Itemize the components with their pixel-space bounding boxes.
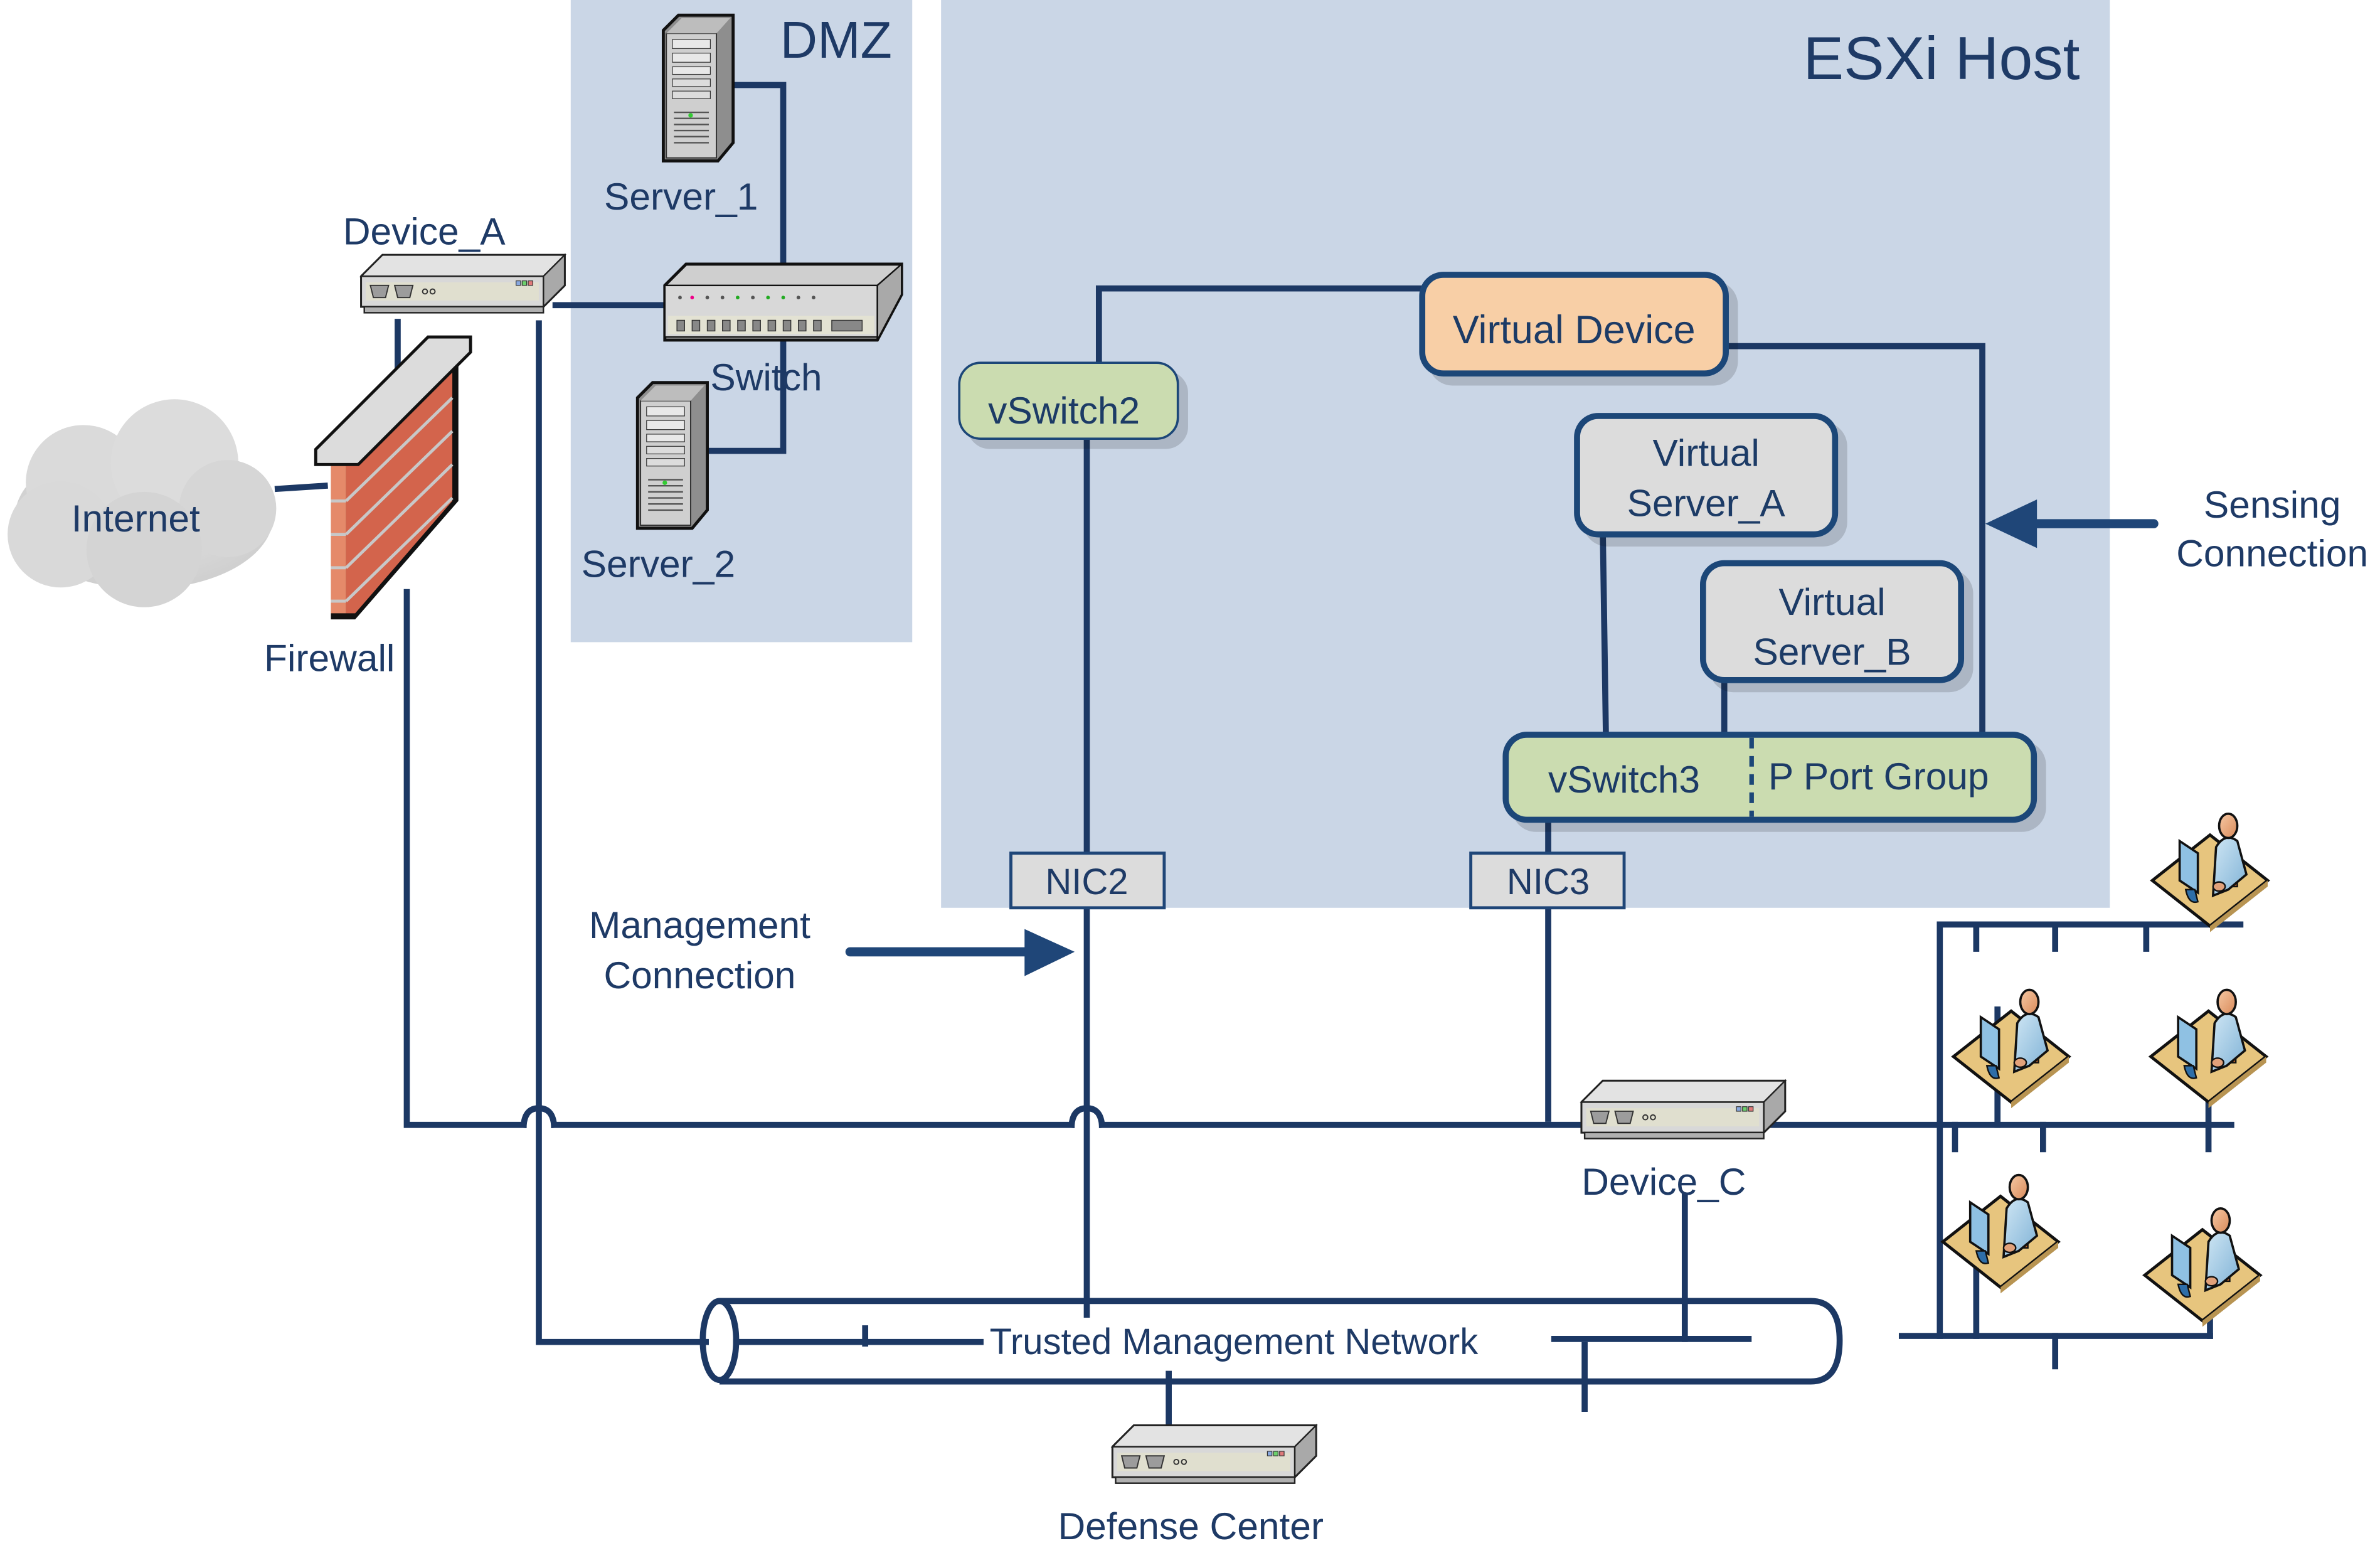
arrow-left-icon xyxy=(1985,499,2159,548)
server-2-label: Server_2 xyxy=(582,542,735,585)
user-workstation-icon[interactable] xyxy=(1943,1175,2058,1294)
trusted-management-network: Trusted Management Network xyxy=(699,1298,1843,1385)
device-a-node[interactable]: Device_A xyxy=(343,210,566,314)
user-workstation-icon[interactable] xyxy=(2151,990,2266,1108)
cloud-icon xyxy=(8,399,277,607)
device-a-label: Device_A xyxy=(343,210,506,253)
trusted-network-label: Trusted Management Network xyxy=(990,1321,1479,1362)
internet-label: Internet xyxy=(72,497,200,540)
nic3-label: NIC3 xyxy=(1507,862,1590,902)
internet-node[interactable]: Internet xyxy=(8,399,277,607)
management-label-1: Management xyxy=(589,904,810,946)
vswitch2-label: vSwitch2 xyxy=(988,389,1140,432)
virtual-server-b-node[interactable]: Virtual Server_B xyxy=(1700,560,1965,683)
sensing-label-1: Sensing xyxy=(2204,483,2341,526)
sensing-label-2: Connection xyxy=(2176,531,2368,574)
virtual-device-node[interactable]: Virtual Device xyxy=(1419,272,1729,376)
virtual-server-a-label-1: Virtual xyxy=(1653,432,1760,474)
switch-label: Switch xyxy=(710,356,822,398)
tower-server-icon xyxy=(663,15,733,161)
connection-lines xyxy=(274,82,2244,1426)
network-appliance-icon xyxy=(1111,1424,1317,1485)
defense-center-label: Defense Center xyxy=(1058,1505,1324,1547)
dmz-label: DMZ xyxy=(780,12,892,69)
arrow-right-icon xyxy=(845,929,1075,976)
tower-server-icon xyxy=(637,383,707,528)
virtual-server-a-label-2: Server_A xyxy=(1627,482,1786,525)
brick-wall-icon xyxy=(314,335,472,620)
virtual-server-b-label-2: Server_B xyxy=(1753,631,1911,673)
user-workstation-icon[interactable] xyxy=(1953,990,2069,1108)
vswitch2-node[interactable]: vSwitch2 xyxy=(958,361,1179,440)
sensing-connection-annotation: Sensing Connection xyxy=(1985,483,2368,574)
nic2-node[interactable]: NIC2 xyxy=(1009,851,1166,910)
virtual-device-label: Virtual Device xyxy=(1453,308,1696,352)
nic3-node[interactable]: NIC3 xyxy=(1469,851,1626,910)
switch-node[interactable]: Switch xyxy=(663,262,903,398)
vswitch3-node[interactable]: vSwitch3 P Port Group xyxy=(1502,732,2037,823)
nic2-label: NIC2 xyxy=(1045,862,1128,902)
management-connection-annotation: Management Connection xyxy=(589,904,1075,996)
server-1-label: Server_1 xyxy=(604,175,758,218)
defense-center-node[interactable]: Defense Center xyxy=(1058,1424,1324,1547)
server-1-node[interactable]: Server_1 xyxy=(604,15,758,218)
virtual-server-b-label-1: Virtual xyxy=(1778,580,1885,623)
server-2-node[interactable]: Server_2 xyxy=(582,383,735,585)
network-switch-icon xyxy=(663,262,903,342)
firewall-node[interactable]: Firewall xyxy=(264,335,472,679)
firewall-label: Firewall xyxy=(264,636,395,679)
esxi-host-label: ESXi Host xyxy=(1804,24,2080,92)
network-appliance-icon xyxy=(1580,1079,1787,1140)
user-workstation-icon[interactable] xyxy=(2152,814,2268,932)
device-c-label: Device_C xyxy=(1581,1160,1746,1203)
user-workstation-icon[interactable] xyxy=(2145,1209,2260,1327)
p-port-group-label[interactable]: P Port Group xyxy=(1768,755,1989,798)
device-c-node[interactable]: Device_C xyxy=(1580,1079,1787,1203)
virtual-server-a-node[interactable]: Virtual Server_A xyxy=(1574,413,1839,538)
network-appliance-icon xyxy=(360,253,566,314)
management-label-2: Connection xyxy=(603,954,795,996)
vswitch3-label: vSwitch3 xyxy=(1548,758,1700,801)
